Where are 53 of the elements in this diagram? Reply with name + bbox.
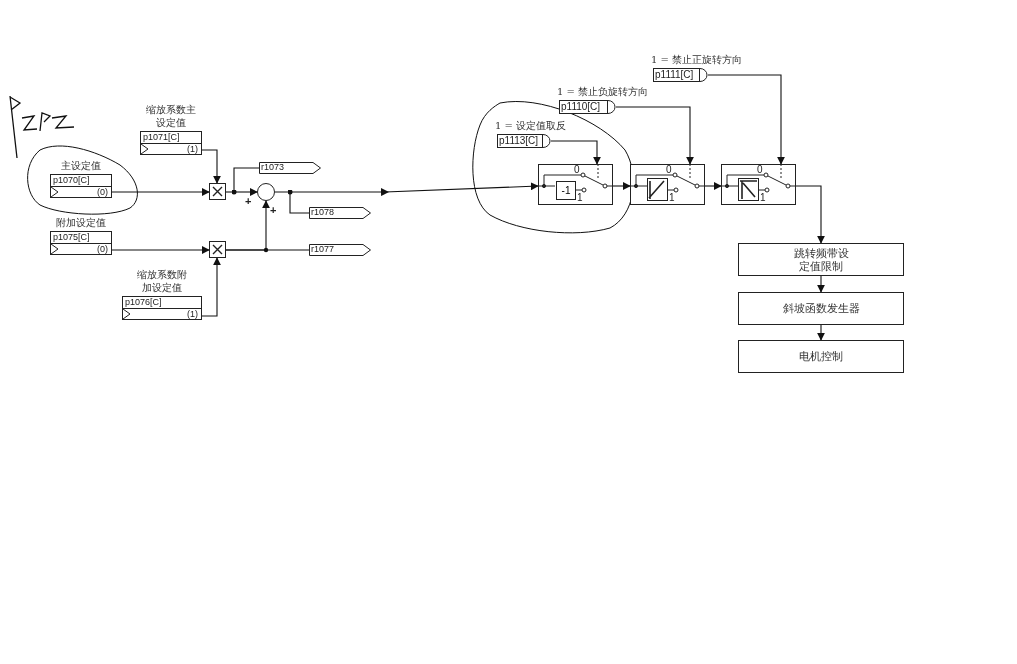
arrow — [550, 140, 601, 165]
switch-block — [538, 164, 613, 205]
default-value: (1) — [187, 309, 198, 320]
default-value: (0) — [97, 187, 108, 198]
switch-position-label: 0 — [574, 164, 580, 175]
parameter-caption: 缩放系数附加设定值 — [137, 268, 187, 294]
signal-output-tag: r1078 — [309, 207, 371, 219]
switch-position-label: 1 — [577, 192, 583, 203]
inverter-box: -1 — [556, 181, 576, 200]
parameter-caption: 附加设定值 — [55, 216, 107, 229]
parameter-number: p1075[C] — [53, 232, 90, 243]
binector-caption: 1 = 禁止正旋转方向 — [651, 53, 743, 66]
function-box: 电机控制 — [738, 340, 904, 373]
binector-caption: 1 = 设定值取反 — [495, 119, 567, 132]
signal-output-tag: r1073 — [259, 162, 321, 174]
edge-label: + — [270, 205, 277, 216]
arrow — [615, 106, 694, 165]
parameter-caption: 缩放系数主设定值 — [146, 103, 196, 129]
arrow — [111, 188, 210, 196]
arrow — [111, 246, 210, 254]
signal-output-tag: r1077 — [309, 244, 371, 256]
parameter-number: p1070[C] — [53, 175, 90, 186]
edge-label: + — [245, 196, 252, 207]
parameter-number: p1076[C] — [125, 297, 162, 308]
default-value: (0) — [97, 244, 108, 255]
arrow — [707, 74, 785, 165]
arrow — [274, 182, 539, 196]
function-box: 跳转频带设定值限制 — [738, 243, 904, 276]
arrow — [201, 257, 221, 317]
switch-block — [630, 164, 705, 205]
arrow — [704, 182, 722, 190]
arrow — [612, 182, 631, 190]
binector-input-tag: p1110[C] — [559, 100, 616, 114]
switch-position-label: 1 — [760, 192, 766, 203]
arrow — [795, 185, 825, 244]
switch-position-label: 1 — [669, 192, 675, 203]
arrow — [225, 188, 258, 196]
switch-position-label: 0 — [757, 164, 763, 175]
function-box: 斜坡函数发生器 — [738, 292, 904, 325]
default-value: (1) — [187, 144, 198, 155]
switch-block — [721, 164, 796, 205]
arrow — [817, 324, 825, 341]
arrow — [201, 149, 221, 184]
arrow — [817, 275, 825, 293]
arrow — [287, 189, 310, 214]
switch-position-label: 0 — [666, 164, 672, 175]
binector-input-tag: p1111[C] — [653, 68, 708, 82]
arrow — [231, 167, 260, 195]
parameter-number: p1071[C] — [143, 132, 180, 143]
binector-caption: 1 = 禁止负旋转方向 — [557, 85, 649, 98]
connector-line — [225, 249, 310, 251]
binector-input-tag: p1113[C] — [497, 134, 551, 148]
parameter-caption: 主设定值 — [60, 159, 102, 172]
